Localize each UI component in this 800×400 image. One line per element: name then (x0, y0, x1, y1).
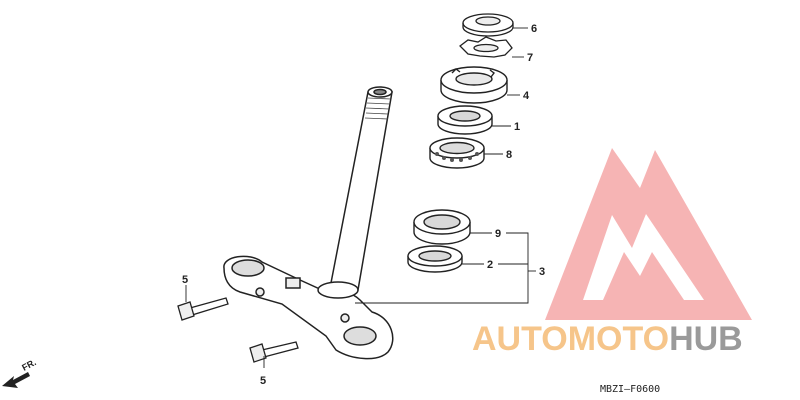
callout-5-upper: 5 (182, 274, 188, 286)
part-adjusting-nut (440, 66, 508, 104)
part-upper-race (413, 209, 471, 245)
callout-2: 2 (487, 259, 493, 271)
watermark-text-automoto: AUTOMOTO (472, 320, 669, 358)
watermark-text: AUTOMOTOHUB (472, 320, 743, 358)
callout-4: 4 (523, 90, 530, 102)
drawing-code: MBZI–F0600 (600, 384, 660, 395)
part-bearing (429, 137, 485, 169)
callout-8: 8 (506, 149, 512, 161)
watermark-logo (545, 148, 752, 320)
part-lock-washer (459, 36, 513, 58)
callout-5-lower: 5 (260, 375, 266, 387)
front-direction-label: FR. (20, 357, 37, 373)
part-lock-nut (462, 13, 514, 37)
callout-6: 6 (531, 23, 537, 35)
part-bolt-lower (249, 341, 299, 363)
part-bottom-bridge (223, 255, 394, 360)
part-steering-stem (329, 86, 393, 291)
part-bolt-upper (177, 297, 229, 321)
watermark-text-hub: HUB (669, 320, 743, 358)
front-direction-arrow-icon (2, 372, 30, 388)
leader-lines (185, 27, 536, 368)
callout-3: 3 (539, 266, 545, 278)
callout-1: 1 (514, 121, 520, 133)
part-dust-seal (437, 105, 493, 135)
part-lower-race (407, 245, 463, 273)
callout-9: 9 (495, 228, 501, 240)
callout-7: 7 (527, 52, 533, 64)
